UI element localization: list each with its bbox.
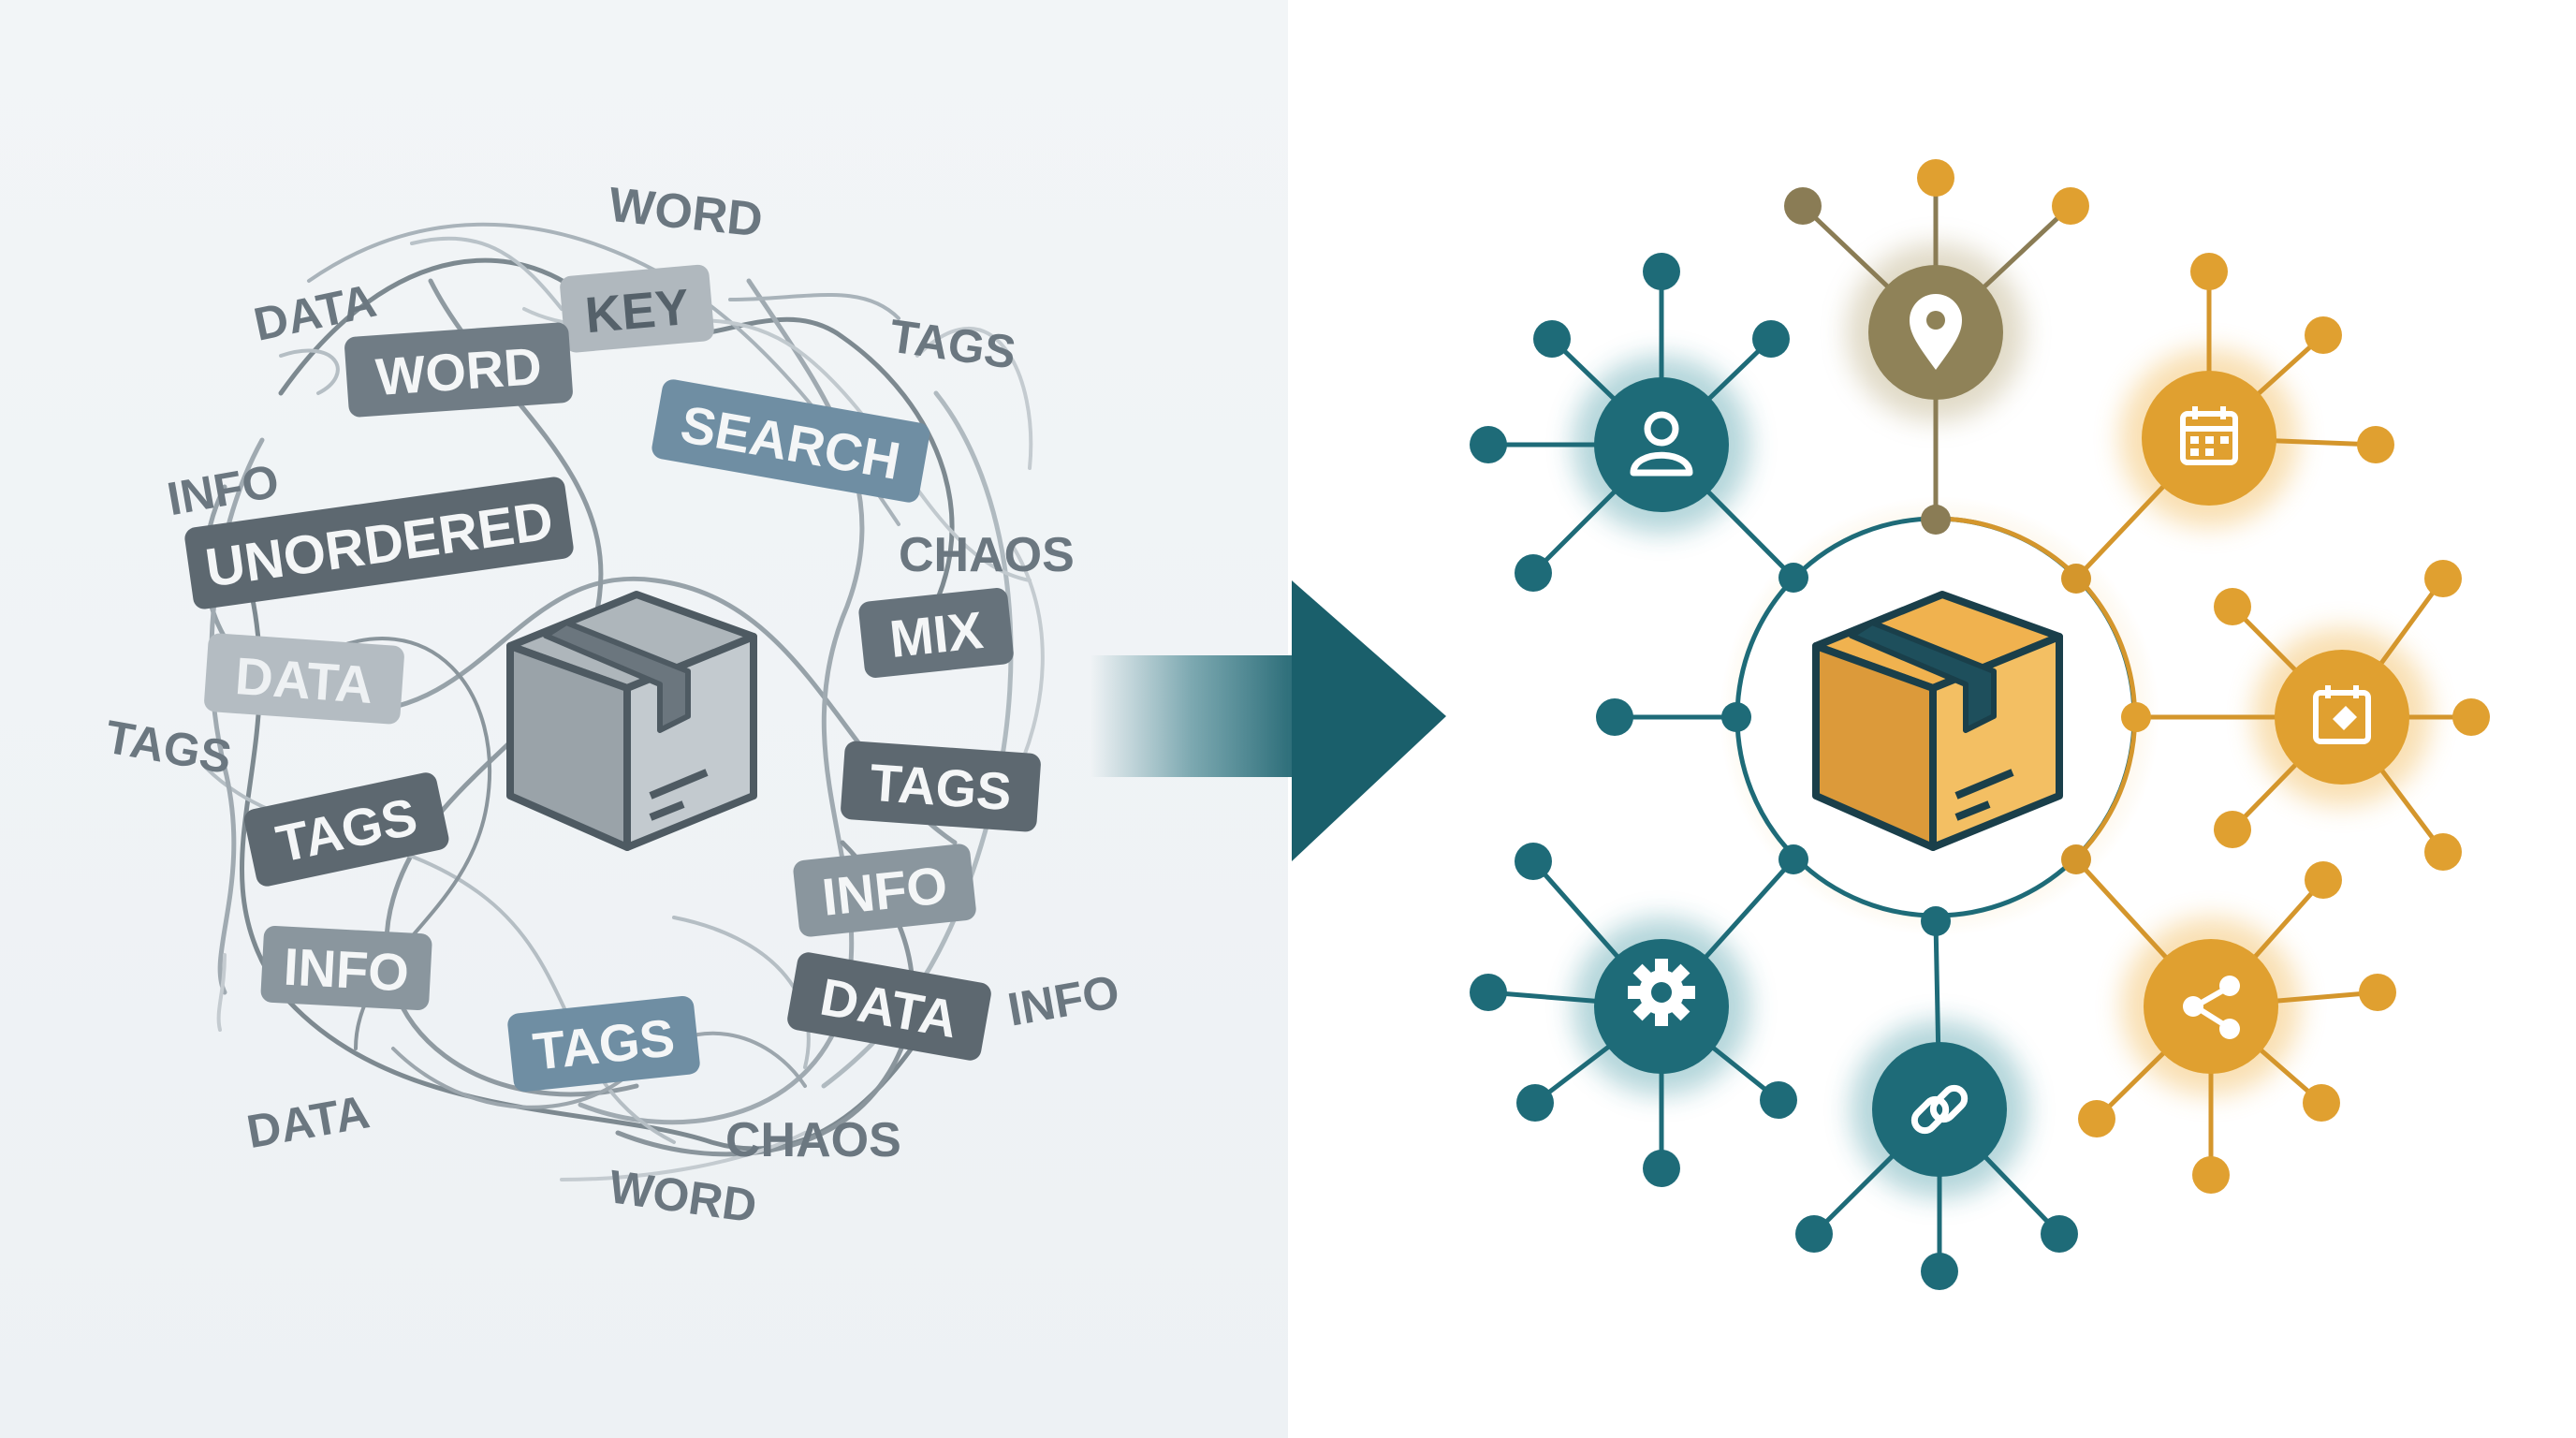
tag: DATA — [787, 952, 991, 1061]
tag: KEY — [560, 264, 714, 353]
loose-word: WORD — [607, 178, 766, 248]
svg-text:KEY: KEY — [583, 279, 692, 344]
loose-word: CHAOS — [725, 1113, 901, 1167]
loose-word: INFO — [1004, 965, 1123, 1036]
calendar-tag-icon — [2313, 685, 2371, 744]
svg-text:INFO: INFO — [819, 855, 950, 927]
tag: TAGS — [841, 741, 1041, 832]
svg-text:DATA: DATA — [233, 646, 374, 714]
hub-location — [1784, 159, 2089, 400]
svg-text:INFO: INFO — [283, 937, 411, 1003]
link-icon — [1910, 1084, 1969, 1135]
arrow-right-icon — [1090, 580, 1446, 861]
box-icon — [1812, 591, 2063, 851]
tag: MIX — [858, 588, 1014, 678]
network — [1470, 159, 2490, 1290]
gear-icon — [1628, 959, 1695, 1026]
tag: SEARCH — [651, 379, 930, 503]
share-icon — [2183, 976, 2240, 1039]
loose-word: CHAOS — [899, 528, 1075, 582]
hub-link — [1795, 1042, 2078, 1290]
user-icon — [1630, 411, 1693, 477]
tag: WORD — [344, 322, 573, 418]
tag: TAGS — [244, 772, 449, 887]
tag: INFO — [260, 925, 432, 1011]
hub-calendar-tag — [2214, 560, 2490, 871]
tag: TAGS — [507, 995, 700, 1093]
location-pin-icon — [1910, 294, 1962, 370]
loose-word: INFO — [164, 454, 283, 525]
hub-share — [2078, 861, 2396, 1194]
loose-word: TAGS — [886, 310, 1019, 379]
loose-word: WORD — [606, 1160, 760, 1232]
hub-calendar — [2142, 253, 2394, 506]
tag: DATA — [204, 633, 404, 725]
svg-text:TAGS: TAGS — [868, 753, 1013, 821]
box-icon — [506, 591, 757, 851]
svg-text:WORD: WORD — [373, 336, 543, 406]
tag-boxes: KEY WORD SEARCH UNORDERED DATA MIX — [184, 264, 1041, 1093]
tag: INFO — [793, 844, 976, 937]
svg-text:TAGS: TAGS — [530, 1007, 677, 1080]
svg-text:MIX: MIX — [886, 600, 986, 668]
calendar-icon — [2180, 406, 2238, 465]
hub-gear — [1470, 843, 1797, 1187]
hub-user — [1470, 253, 1790, 592]
loose-word: DATA — [243, 1085, 373, 1158]
